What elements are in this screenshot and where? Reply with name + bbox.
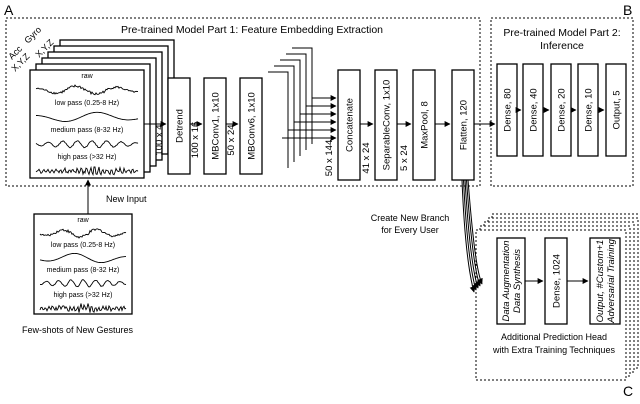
signal-waveform [39, 303, 127, 314]
new-input-label: New Input [106, 194, 147, 204]
signal-waveform [36, 111, 139, 122]
signal-band-label: raw [81, 73, 93, 80]
dense-block-label: Dense, 40 [529, 88, 540, 131]
signal-waveform [39, 228, 127, 239]
dense-block-label: Dense, 10 [584, 88, 595, 131]
embedding-block-label: Flatten, 120 [459, 100, 470, 150]
stack-edge [286, 53, 307, 150]
stack-edge [292, 47, 313, 144]
panel2-title-line2: Inference [540, 40, 584, 52]
signal-waveform [35, 165, 139, 177]
embedding-block-label: MaxPool, 8 [420, 101, 431, 149]
extractor-block-label: Detrend [175, 109, 186, 143]
embedding-block [412, 69, 436, 181]
few-shots-label: Few-shots of New Gestures [22, 325, 134, 335]
embedding-block-label: Concatenate [345, 98, 356, 152]
extractor-block [167, 77, 191, 175]
flow-arrow [467, 179, 483, 285]
tensor-dim-label: 50 x 144 [324, 140, 335, 176]
panel-feature-extraction [5, 17, 481, 187]
head-block-label: Output, #Custom+1 [595, 240, 606, 323]
dense-block-label: Dense, 80 [503, 88, 514, 131]
panel1-title: Pre-trained Model Part 1: Feature Embedd… [121, 24, 383, 36]
tensor-dim-label: 100 x 4 [154, 124, 165, 155]
head-caption-line2: with Extra Training Techniques [492, 345, 615, 355]
embedding-block [374, 69, 398, 181]
panel2-title-line1: Pre-trained Model Part 2: [503, 27, 620, 39]
head-block-label: Data Augmentation [501, 241, 512, 322]
signal-waveform [35, 84, 139, 96]
signal-bands-main: raw low pass (0.25-8 Hz) medium pass (8-32… [35, 73, 139, 177]
branch-label-line1: Create New Branch [371, 213, 450, 223]
corner-label-b: B [623, 2, 632, 18]
branch-label-line2: for Every User [381, 225, 439, 235]
head-block-label: Dense, 1024 [552, 254, 563, 308]
tensor-dim-label: 50 x 24 [226, 124, 237, 155]
head-block [589, 237, 621, 325]
tensor-dim-label: 5 x 24 [399, 145, 410, 171]
signal-band-label: low pass (0.25-8 Hz) [51, 242, 115, 249]
new-input-box [33, 213, 133, 315]
signal-waveform [39, 278, 127, 288]
flow-arrows [85, 95, 605, 293]
signal-band-label: high pass (>32 Hz) [58, 154, 117, 161]
embedding-block-label: SeparableConv, 1x10 [382, 80, 393, 171]
feature-extractor-blocks: Detrend 100 x 4 MBConv1, 1x10 100 x 16 MBCon… [154, 47, 313, 175]
signal-band-label: high pass (>32 Hz) [54, 292, 113, 299]
signal-band-label: medium pass (8-32 Hz) [47, 267, 120, 274]
extractor-block [203, 77, 227, 175]
stack-edge [280, 59, 301, 156]
corner-label-a: A [4, 2, 14, 18]
head-block-label: Adversarial Training [606, 238, 617, 323]
tensor-dim-label: 41 x 24 [361, 142, 372, 173]
extractor-block-label: MBConv6, 1x10 [247, 92, 258, 160]
panel-inference [490, 17, 634, 187]
signal-waveform [39, 252, 126, 264]
tensor-dim-label: 100 x 16 [190, 122, 201, 158]
stack-edge [274, 65, 295, 162]
extractor-block-label: MBConv1, 1x10 [211, 92, 222, 160]
dense-block-label: Dense, 20 [557, 88, 568, 131]
dense-block [605, 63, 627, 157]
embedding-block [337, 69, 361, 181]
signal-band-label: raw [77, 217, 89, 224]
signal-waveform [35, 140, 139, 149]
corner-label-c: C [623, 383, 633, 399]
embedding-block [451, 69, 475, 181]
signal-input-box [29, 69, 145, 179]
dense-block-label: Output, 5 [612, 90, 623, 129]
extractor-block [239, 77, 263, 175]
embedding-blocks: Concatenate 50 x 144 SeparableConv, 1x10 41… [324, 69, 475, 181]
signal-bands-new: raw low pass (0.25-8 Hz) medium pass (8-32… [39, 217, 127, 314]
inference-dense-blocks: Dense, 80 Dense, 40 Dense, 20 Dense, 10 Outp… [496, 63, 627, 157]
head-block [496, 237, 526, 325]
signal-band-label: low pass (0.25-8 Hz) [55, 100, 119, 107]
head-caption-line1: Additional Prediction Head [501, 332, 607, 342]
stack-edge [268, 71, 289, 168]
signal-band-label: medium pass (8-32 Hz) [51, 127, 124, 134]
head-block-label: Data Synthesis [512, 249, 523, 313]
sensor-gyro-label: Gyro [22, 25, 43, 46]
